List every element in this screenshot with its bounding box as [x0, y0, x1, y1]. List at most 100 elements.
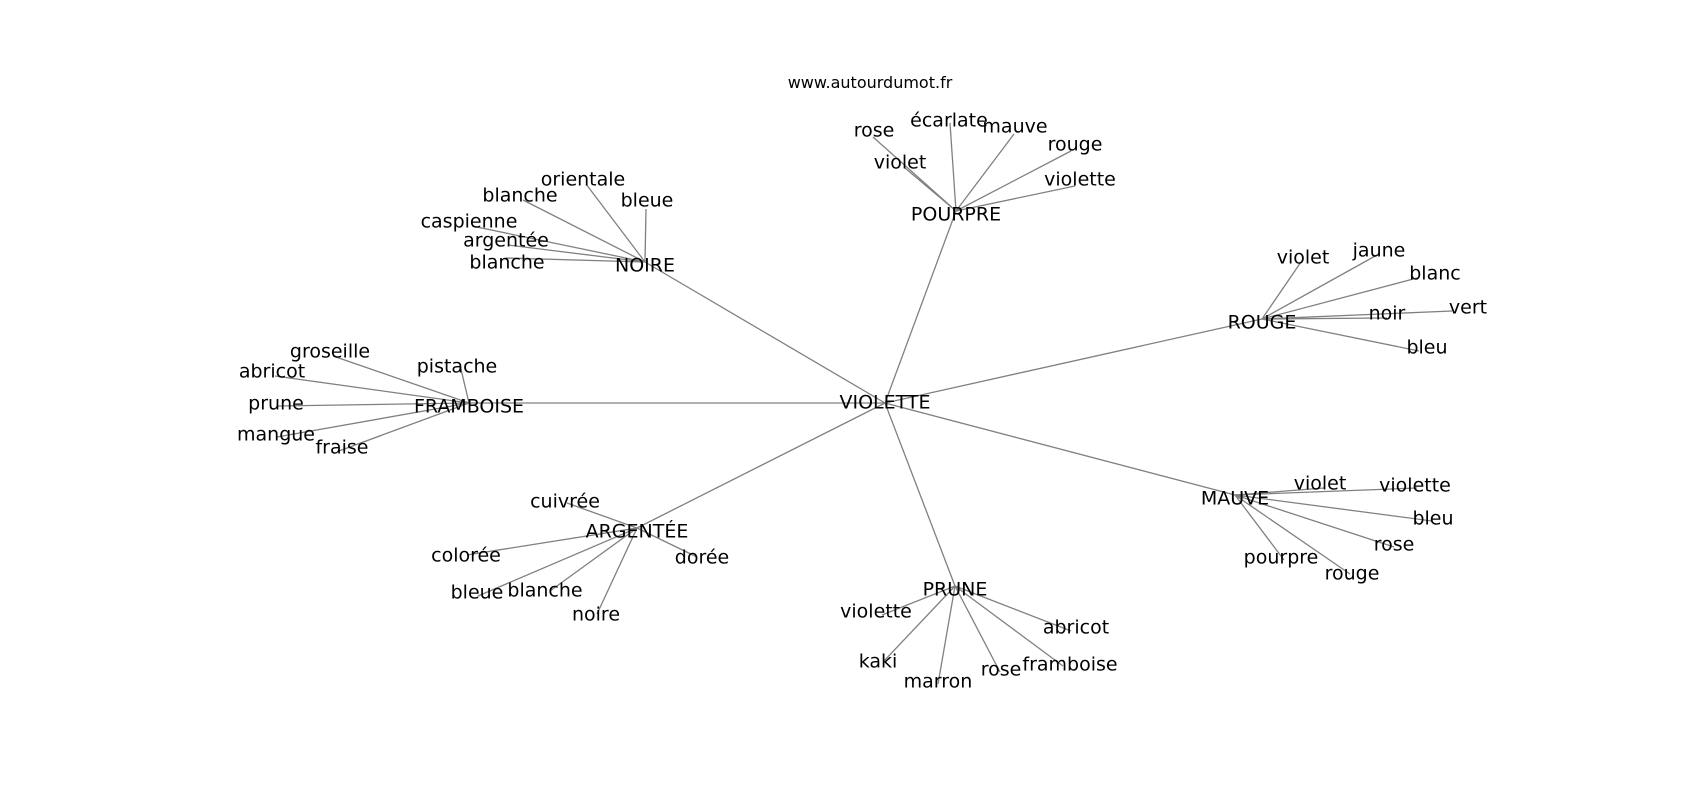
- graph-edges: [274, 122, 1453, 685]
- edge-prune-violette: [881, 585, 956, 616]
- edge-center-noire: [644, 261, 886, 404]
- edge-mauve-pourpre: [1234, 494, 1285, 561]
- hub-framboise[interactable]: FRAMBOISE: [414, 396, 524, 418]
- edge-argentee-coloree: [466, 527, 638, 556]
- word-argentee-bleue[interactable]: bleue: [451, 582, 504, 604]
- edge-center-argentee: [636, 402, 886, 529]
- word-noire-bleue[interactable]: bleue: [621, 190, 674, 212]
- word-mauve-violet[interactable]: violet: [1294, 473, 1347, 495]
- word-mauve-violette[interactable]: violette: [1379, 475, 1451, 497]
- edge-mauve-rose: [1234, 494, 1395, 548]
- word-prune-kaki[interactable]: kaki: [859, 651, 898, 673]
- hub-pourpre[interactable]: POURPRE: [911, 204, 1001, 226]
- edge-framboise-groseille: [332, 355, 470, 404]
- word-noire-argentee[interactable]: argentée: [463, 230, 549, 252]
- word-pourpre-rose[interactable]: rose: [854, 120, 895, 142]
- edge-framboise-prune: [277, 402, 470, 407]
- edge-pourpre-mauve: [955, 133, 1015, 212]
- edge-prune-framboise: [954, 585, 1064, 667]
- edge-noire-blanche-2: [505, 257, 646, 263]
- word-prune-marron[interactable]: marron: [904, 671, 973, 693]
- word-prune-abricot[interactable]: abricot: [1043, 617, 1109, 639]
- word-argentee-blanche[interactable]: blanche: [507, 580, 582, 602]
- edge-center-prune: [884, 402, 956, 587]
- word-rouge-blanc[interactable]: blanc: [1409, 263, 1460, 285]
- word-mauve-bleu[interactable]: bleu: [1412, 508, 1453, 530]
- edge-argentee-cuivree: [566, 502, 638, 529]
- edge-argentee-noire: [596, 527, 638, 615]
- edge-argentee-bleue: [477, 527, 638, 597]
- edge-rouge-violet: [1261, 261, 1302, 320]
- edge-rouge-jaune: [1261, 254, 1378, 320]
- edge-mauve-rouge: [1234, 494, 1351, 575]
- word-rouge-jaune[interactable]: jaune: [1352, 240, 1406, 262]
- word-mauve-rouge[interactable]: rouge: [1325, 563, 1380, 585]
- edge-mauve-violette: [1234, 487, 1418, 496]
- word-pourpre-violette[interactable]: violette: [1044, 169, 1116, 191]
- word-argentee-coloree[interactable]: colorée: [431, 545, 501, 567]
- word-pourpre-ecarlate[interactable]: écarlate: [910, 110, 988, 132]
- edge-framboise-pistache: [459, 364, 470, 404]
- word-argentee-cuivree[interactable]: cuivrée: [530, 491, 600, 513]
- edge-rouge-vert: [1261, 310, 1453, 320]
- word-framboise-groseille[interactable]: groseille: [290, 341, 370, 363]
- word-prune-violette[interactable]: violette: [840, 601, 912, 623]
- edge-framboise-mangue: [276, 402, 470, 438]
- edge-prune-abricot: [954, 585, 1072, 632]
- word-rouge-violet[interactable]: violet: [1277, 247, 1330, 269]
- hub-rouge[interactable]: ROUGE: [1228, 312, 1297, 334]
- word-mauve-pourpre[interactable]: pourpre: [1244, 547, 1319, 569]
- word-framboise-abricot[interactable]: abricot: [239, 361, 305, 383]
- word-framboise-mangue[interactable]: mangue: [237, 424, 315, 446]
- hub-prune[interactable]: PRUNE: [923, 579, 988, 601]
- edge-framboise-fraise: [338, 402, 470, 452]
- edge-framboise-abricot: [274, 375, 470, 404]
- edge-pourpre-violette: [955, 185, 1076, 212]
- edge-rouge-bleu: [1261, 318, 1420, 352]
- word-pourpre-violet[interactable]: violet: [874, 152, 927, 174]
- edge-center-mauve: [884, 402, 1236, 496]
- word-rouge-vert[interactable]: vert: [1449, 297, 1487, 319]
- edge-prune-kaki: [883, 585, 956, 662]
- site-label[interactable]: www.autourdumot.fr: [788, 73, 953, 92]
- word-argentee-noire[interactable]: noire: [572, 604, 620, 626]
- edge-mauve-bleu: [1234, 494, 1433, 522]
- edge-argentee-doree: [636, 527, 698, 558]
- edge-center-pourpre: [884, 210, 957, 404]
- edge-noire-argentee: [507, 244, 646, 263]
- word-noire-caspienne[interactable]: caspienne: [421, 211, 518, 233]
- word-framboise-pistache[interactable]: pistache: [417, 356, 498, 378]
- edge-prune-rose: [954, 585, 1001, 673]
- word-mauve-rose[interactable]: rose: [1374, 534, 1415, 556]
- edge-rouge-blanc: [1261, 277, 1418, 320]
- edge-rouge-noir: [1261, 317, 1388, 320]
- edge-pourpre-violet: [904, 167, 957, 212]
- word-rouge-bleu[interactable]: bleu: [1406, 337, 1447, 359]
- word-pourpre-mauve[interactable]: mauve: [982, 116, 1047, 138]
- edge-noire-orientale: [585, 183, 646, 263]
- word-noire-blanche-1[interactable]: blanche: [482, 185, 557, 207]
- word-rouge-noir[interactable]: noir: [1369, 303, 1406, 325]
- edge-center-rouge: [884, 318, 1263, 404]
- hub-noire[interactable]: NOIRE: [615, 255, 675, 277]
- edge-noire-bleue: [644, 208, 647, 263]
- word-noire-orientale[interactable]: orientale: [541, 169, 626, 191]
- word-prune-rose[interactable]: rose: [981, 659, 1022, 681]
- word-prune-framboise[interactable]: framboise: [1022, 654, 1117, 676]
- word-framboise-prune[interactable]: prune: [248, 393, 304, 415]
- edge-pourpre-rouge: [955, 150, 1072, 212]
- word-argentee-doree[interactable]: dorée: [675, 547, 729, 569]
- edge-pourpre-ecarlate: [949, 122, 957, 212]
- center-node-violette[interactable]: VIOLETTE: [839, 392, 930, 414]
- word-framboise-fraise[interactable]: fraise: [315, 437, 368, 459]
- edge-noire-blanche-1: [522, 199, 646, 263]
- edge-noire-caspienne: [471, 225, 646, 263]
- hub-argentee[interactable]: ARGENTÉE: [586, 520, 689, 543]
- edge-prune-marron: [937, 585, 956, 685]
- hub-mauve[interactable]: MAUVE: [1201, 488, 1269, 510]
- word-pourpre-rouge[interactable]: rouge: [1048, 134, 1103, 156]
- word-noire-blanche-2[interactable]: blanche: [469, 252, 544, 274]
- edge-argentee-blanche: [549, 527, 638, 592]
